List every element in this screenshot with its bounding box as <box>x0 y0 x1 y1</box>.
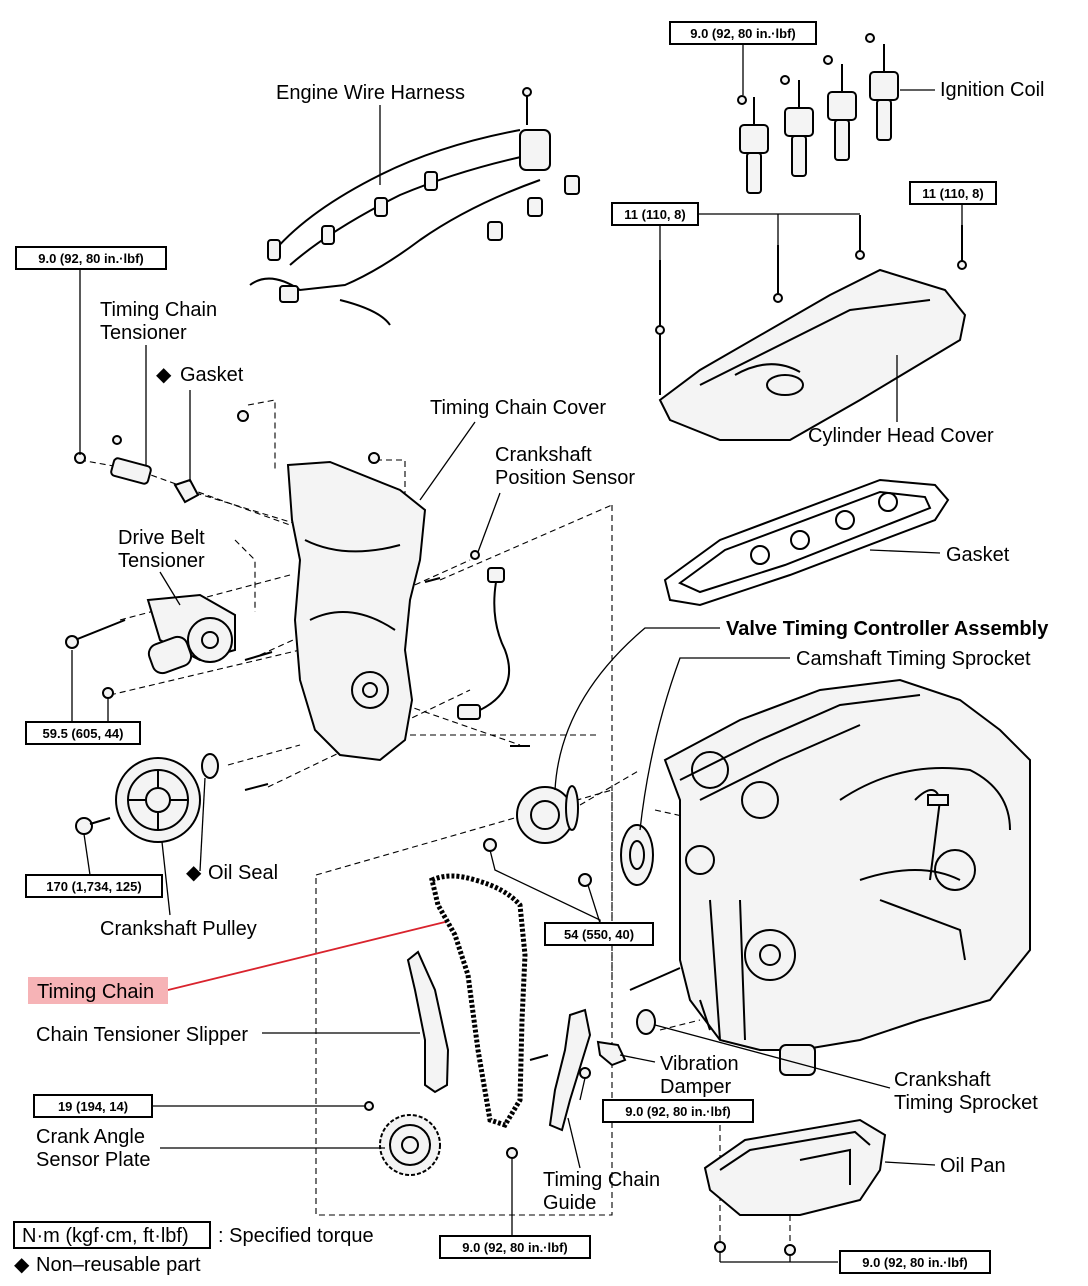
label-oil-seal: Oil Seal <box>208 862 278 884</box>
label-cylinder-head-cover: Cylinder Head Cover <box>808 425 994 447</box>
chain-tensioner-slipper-part <box>406 950 450 1094</box>
label-drive-belt-tensioner-2: Tensioner <box>118 550 205 572</box>
engine-block <box>629 678 1031 1076</box>
crankshaft-pulley-part <box>75 753 269 843</box>
label-timing-chain: Timing Chain <box>37 981 154 1003</box>
torque-box-crank-angle-plate: 19 (194, 14) <box>33 1094 153 1118</box>
label-timing-chain-tensioner-2: Tensioner <box>100 322 187 344</box>
drive-belt-tensioner-part <box>65 593 273 699</box>
label-head-gasket: Gasket <box>946 544 1010 566</box>
nonreusable-diamond-gasket: ◆ <box>156 364 172 386</box>
svg-text:9.0 (92, 80 in.·lbf): 9.0 (92, 80 in.·lbf) <box>625 1104 730 1119</box>
label-chain-tensioner-slipper: Chain Tensioner Slipper <box>36 1024 248 1046</box>
ignition-coils <box>737 33 899 194</box>
legend-unit-desc: : Specified torque <box>218 1225 374 1247</box>
label-crankshaft-position-sensor: Crankshaft <box>495 444 592 466</box>
camshaft-timing-sprocket-part <box>620 824 654 886</box>
svg-text:9.0 (92, 80 in.·lbf): 9.0 (92, 80 in.·lbf) <box>38 251 143 266</box>
torque-box-vibration-damper: 9.0 (92, 80 in.·lbf) <box>602 1099 754 1123</box>
legend-nonreusable-desc: Non–reusable part <box>36 1254 201 1276</box>
label-drive-belt-tensioner: Drive Belt <box>118 527 205 549</box>
head-cover-gasket <box>663 478 950 607</box>
part-labels: Engine Wire Harness Ignition Coil Timing… <box>28 79 1049 1214</box>
label-timing-chain-tensioner: Timing Chain <box>100 299 217 321</box>
svg-text:11 (110, 8): 11 (110, 8) <box>624 207 685 222</box>
torque-box-drive-belt-tensioner: 59.5 (605, 44) <box>25 721 141 745</box>
label-camshaft-timing-sprocket: Camshaft Timing Sprocket <box>796 648 1031 670</box>
valve-timing-controller-part <box>483 785 592 887</box>
torque-box-head-cover-left: 11 (110, 8) <box>611 202 699 226</box>
label-oil-pan: Oil Pan <box>940 1155 1006 1177</box>
torque-box-vtc: 54 (550, 40) <box>544 922 654 946</box>
legend-diamond-icon: ◆ <box>14 1254 30 1276</box>
label-crankshaft-timing-sprocket-2: Timing Sprocket <box>894 1092 1038 1114</box>
label-timing-chain-guide-2: Guide <box>543 1192 596 1214</box>
label-crankshaft-pulley: Crankshaft Pulley <box>100 918 257 940</box>
label-crankshaft-timing-sprocket: Crankshaft <box>894 1069 991 1091</box>
timing-chain-cover-part <box>237 410 427 762</box>
leader-lines <box>71 45 963 1263</box>
label-crank-angle-sensor-plate-2: Sensor Plate <box>36 1149 151 1171</box>
timing-chain-guide-part <box>506 1008 627 1159</box>
timing-chain-highlight-leader <box>167 921 446 991</box>
nonreusable-diamond-oil-seal: ◆ <box>186 862 202 884</box>
label-gasket-small: Gasket <box>180 364 244 386</box>
torque-box-chain-guide: 9.0 (92, 80 in.·lbf) <box>439 1235 591 1259</box>
crankshaft-position-sensor-part <box>424 550 530 747</box>
label-ignition-coil: Ignition Coil <box>940 79 1045 101</box>
svg-text:9.0 (92, 80 in.·lbf): 9.0 (92, 80 in.·lbf) <box>462 1240 567 1255</box>
svg-text:9.0 (92, 80 in.·lbf): 9.0 (92, 80 in.·lbf) <box>862 1255 967 1270</box>
legend-unit-box <box>13 1221 211 1249</box>
torque-box-crank-pulley: 170 (1,734, 125) <box>25 874 163 898</box>
crank-angle-sensor-plate-part <box>364 1101 441 1176</box>
legend: N·m (kgf·cm, ft·lbf) : Specified torque … <box>13 1221 374 1276</box>
label-engine-wire-harness: Engine Wire Harness <box>276 82 465 104</box>
oil-pan-part <box>703 1118 887 1256</box>
label-valve-timing-controller: Valve Timing Controller Assembly <box>726 618 1049 640</box>
legend-unit-text: N·m (kgf·cm, ft·lbf) <box>22 1225 189 1247</box>
torque-boxes: 9.0 (92, 80 in.·lbf) 11 (110, 8) 11 (110… <box>15 21 997 1274</box>
torque-box-tensioner: 9.0 (92, 80 in.·lbf) <box>15 246 167 270</box>
label-vibration-damper-2: Damper <box>660 1076 731 1098</box>
timing-chain-part <box>429 873 528 1129</box>
timing-chain-tensioner-part <box>74 435 200 504</box>
svg-text:59.5 (605, 44): 59.5 (605, 44) <box>43 726 124 741</box>
label-crank-angle-sensor-plate: Crank Angle <box>36 1126 145 1148</box>
timing-chain-highlight <box>28 977 168 1004</box>
label-timing-chain-cover: Timing Chain Cover <box>430 397 606 419</box>
svg-text:54 (550, 40): 54 (550, 40) <box>564 927 634 942</box>
torque-box-oil-pan: 9.0 (92, 80 in.·lbf) <box>839 1250 991 1274</box>
torque-box-ignition-coil: 9.0 (92, 80 in.·lbf) <box>669 21 817 45</box>
cylinder-head-cover <box>655 215 967 441</box>
svg-text:11 (110, 8): 11 (110, 8) <box>922 186 983 201</box>
label-vibration-damper: Vibration <box>660 1053 739 1075</box>
label-timing-chain-guide: Timing Chain <box>543 1169 660 1191</box>
svg-text:9.0 (92, 80 in.·lbf): 9.0 (92, 80 in.·lbf) <box>690 26 795 41</box>
engine-wire-harness <box>249 87 580 326</box>
svg-text:170 (1,734, 125): 170 (1,734, 125) <box>46 879 141 894</box>
svg-text:19 (194, 14): 19 (194, 14) <box>58 1099 128 1114</box>
label-crankshaft-position-sensor-2: Position Sensor <box>495 467 635 489</box>
crankshaft-timing-sprocket-part <box>636 1009 656 1035</box>
torque-box-head-cover-right: 11 (110, 8) <box>909 181 997 205</box>
